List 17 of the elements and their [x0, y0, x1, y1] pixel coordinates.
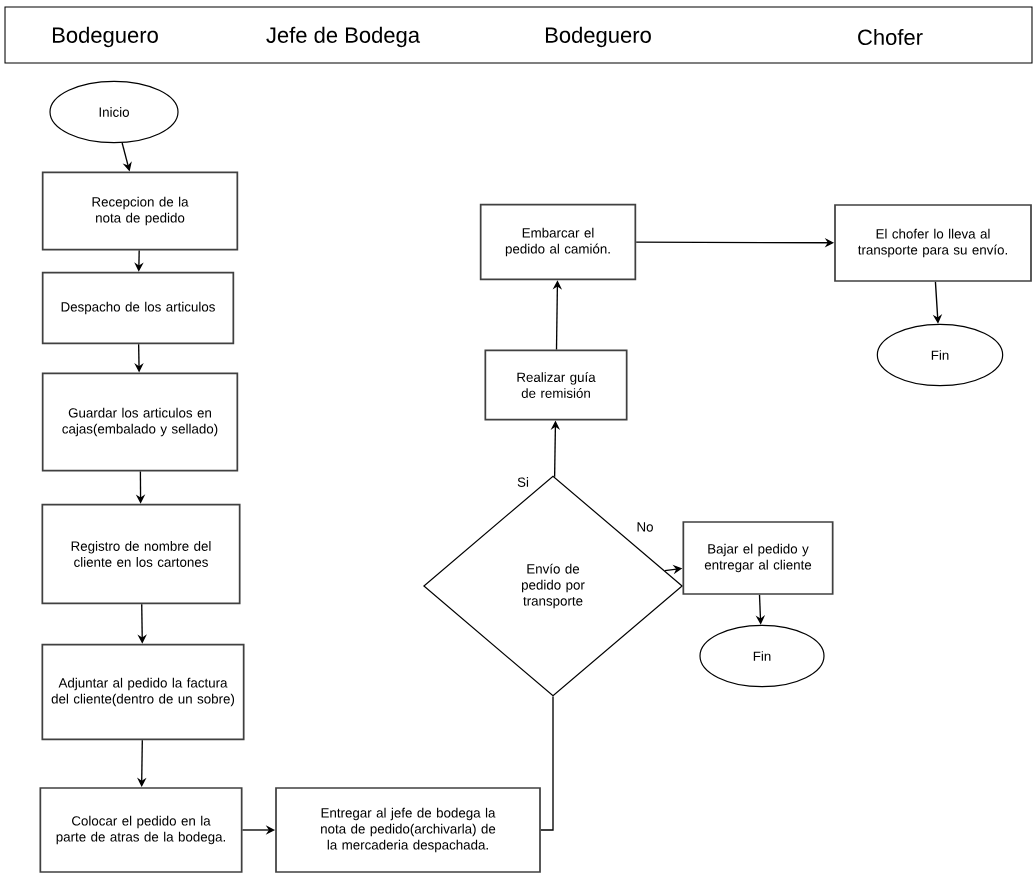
process-box: Colocar el pedido en la parte de atras de la bodega. [39, 787, 243, 873]
lane-heading: Chofer [858, 28, 923, 46]
edge-label: No [635, 521, 655, 533]
process-box: Recepcion de la nota de pedido [41, 171, 239, 251]
process-box: Embarcar el pedido al camión. [479, 203, 637, 281]
process-box: El chofer lo lleva al transporte para su envío. [834, 204, 1032, 282]
process-box: Bajar el pedido y entregar al cliente [682, 521, 834, 595]
lane-heading: Jefe de Bodega [266, 26, 421, 48]
edge-label: Si [515, 475, 531, 489]
lane-heading: Bodeguero [546, 26, 651, 48]
process-box: Guardar los articulos en cajas(embalado y sellado) [41, 372, 239, 472]
process-box: Adjuntar al pedido la factura del cliente(dentro de un sobre) [41, 643, 245, 741]
process-box: Despacho de los articulos [41, 271, 235, 345]
process-box: Realizar guía de remisión [484, 349, 628, 421]
process-box: Entregar al jefe de bodega la nota de pedido(archivarla) de la mercaderia despachada. [275, 787, 541, 873]
process-box: Registro de nombre del cliente en los cartones [41, 503, 241, 605]
lane-heading: Bodeguero [53, 26, 158, 48]
